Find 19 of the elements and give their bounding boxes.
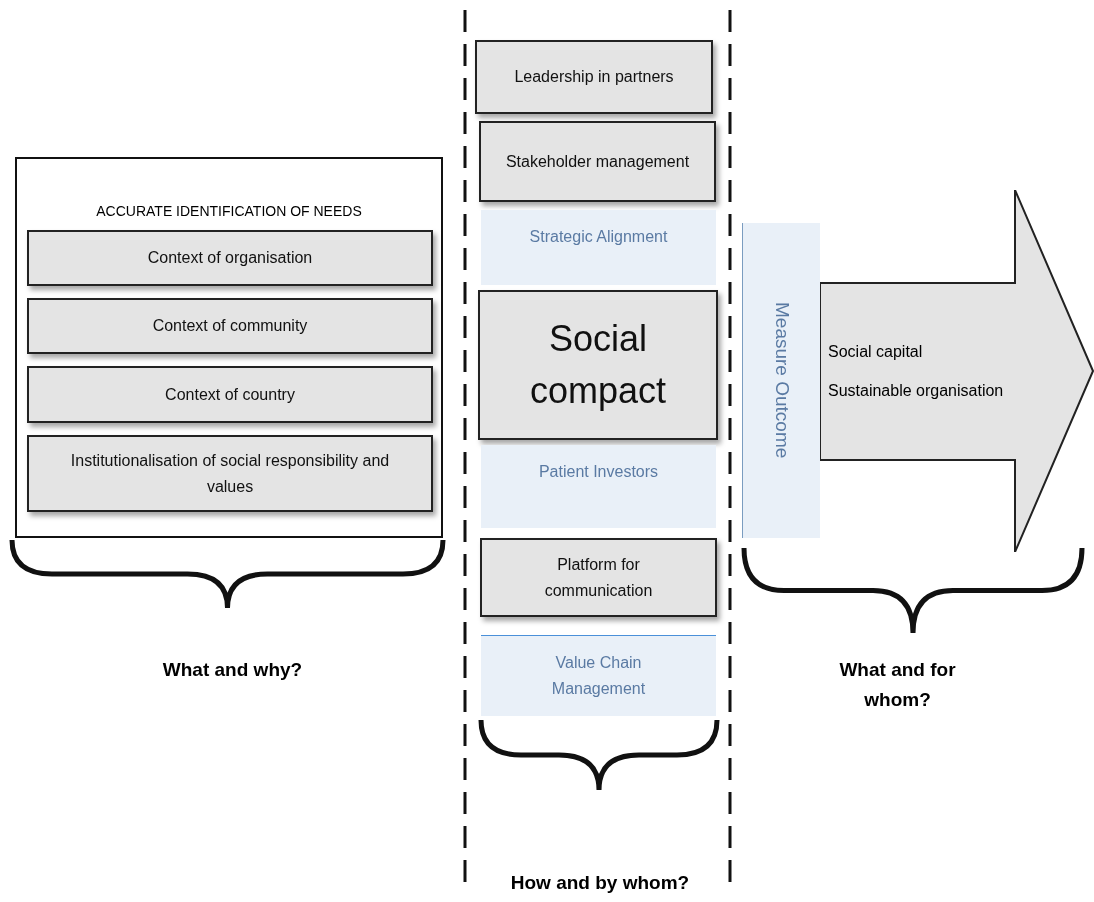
group-panel — [15, 157, 443, 538]
central-box: Social compact — [478, 290, 718, 440]
section-caption: What and why? — [161, 658, 304, 682]
process-box: Leadership in partners — [475, 40, 713, 114]
process-box: Institutionalisation of social responsibility and values — [27, 435, 433, 512]
outcome-text: Social capital — [828, 341, 923, 362]
section-caption: How and by whom? — [509, 871, 691, 895]
process-box: Platform for communication — [480, 538, 717, 617]
process-box: Context of organisation — [27, 230, 433, 286]
process-box: Context of country — [27, 366, 433, 423]
panel-heading: ACCURATE IDENTIFICATION OF NEEDS — [96, 203, 362, 219]
faded-box: Strategic Alignment — [481, 210, 716, 285]
faded-box: Value Chain Management — [481, 635, 716, 716]
faded-box: Patient Investors — [481, 445, 716, 528]
process-box: Context of community — [27, 298, 433, 354]
section-caption: What and for whom? — [838, 658, 957, 713]
vertical-bar: Measure Outcome — [742, 223, 820, 538]
outcome-text: Sustainable organisation — [828, 381, 1004, 401]
process-box: Stakeholder management — [479, 121, 716, 202]
